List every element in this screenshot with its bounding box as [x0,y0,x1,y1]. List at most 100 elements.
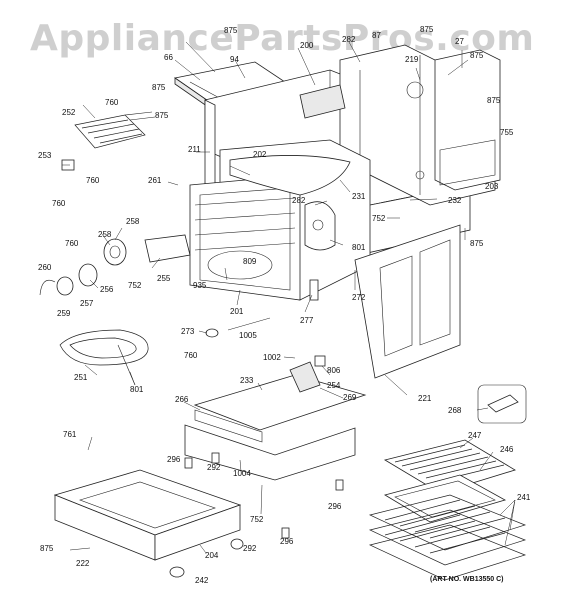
oven-door [354,224,461,379]
callout-261: 261 [148,176,162,185]
fan-baffle [144,234,191,263]
callout-760: 760 [52,199,66,208]
callout-269: 269 [343,393,357,402]
callout-875: 875 [420,25,434,34]
callout-260: 260 [38,263,52,272]
callout-222: 222 [76,559,90,568]
callout-760: 760 [105,98,119,107]
callout-211: 211 [188,145,201,154]
bake-element [59,329,149,386]
side-panel-right [434,49,501,191]
callout-752: 752 [128,281,142,290]
callout-258: 258 [98,230,112,239]
callout-203: 203 [485,182,499,191]
callout-94: 94 [230,55,239,64]
fan-blade [103,238,127,266]
callout-253: 253 [38,151,52,160]
callout-labels: 875 282 87 875 219 27 875 66 94 200 875 … [38,25,531,585]
callout-875: 875 [40,544,54,553]
callout-66: 66 [164,53,173,62]
drawer-mount-bracket [289,361,321,393]
callout-1005: 1005 [239,331,257,340]
callout-242: 242 [195,576,209,585]
callout-282: 282 [342,35,356,44]
callout-87: 87 [372,31,381,40]
callout-875: 875 [224,26,238,35]
callout-282: 282 [292,196,306,205]
callout-296: 296 [167,455,181,464]
callout-241: 241 [517,493,531,502]
callout-806: 806 [327,366,341,375]
broiler-pan-grid [383,439,516,494]
callout-292: 292 [243,544,257,553]
callout-875: 875 [155,111,169,120]
callout-801: 801 [352,243,366,252]
callout-233: 233 [240,376,254,385]
callout-219: 219 [405,55,419,64]
callout-246: 246 [500,445,514,454]
callout-255: 255 [157,274,171,283]
callout-231: 231 [352,192,366,201]
callout-875: 875 [487,96,501,105]
fan-motor [56,263,98,296]
lower-cabinet-frame [184,374,367,481]
control-board [299,84,346,119]
element-terminal-block [314,355,326,367]
callout-254: 254 [327,381,341,390]
callout-801: 801 [130,385,144,394]
broil-element [74,111,156,149]
door-hinge [309,279,319,301]
callout-875: 875 [470,239,484,248]
callout-252: 252 [62,108,76,117]
leveling-legs [184,452,344,539]
callout-268: 268 [448,406,462,415]
callout-251: 251 [74,373,88,382]
callout-232: 232 [448,196,462,205]
storage-drawer [53,469,242,561]
broiler-pan [383,474,507,523]
callout-257: 257 [80,299,94,308]
callout-27: 27 [455,37,464,46]
callout-755: 755 [500,128,514,137]
callout-761: 761 [63,430,77,439]
callout-221: 221 [418,394,432,403]
latch-assembly-inset [477,384,527,424]
wire-harness [39,279,56,296]
callout-256: 256 [100,285,114,294]
callout-760: 760 [65,239,79,248]
callout-272: 272 [352,293,366,302]
callout-266: 266 [175,395,189,404]
drawer-glide [230,538,244,550]
drawer-roller [169,566,185,578]
callout-752: 752 [250,515,264,524]
insulation-blanket [229,155,351,196]
callout-200: 200 [300,41,314,50]
temperature-sensor-bracket [304,201,336,251]
watermark: AppliancePartsPros.com [30,18,534,59]
callout-277: 277 [300,316,314,325]
oven-racks [368,494,527,581]
callout-296: 296 [328,502,342,511]
callout-292: 292 [207,463,221,472]
callout-875: 875 [152,83,166,92]
callout-760: 760 [86,176,100,185]
rack-support [205,328,219,338]
callout-935: 935 [193,281,207,290]
callout-258: 258 [126,217,140,226]
callout-273: 273 [181,327,195,336]
callout-809: 809 [243,257,257,266]
callout-1004: 1004 [233,469,251,478]
callout-752: 752 [372,214,386,223]
callout-1002: 1002 [263,353,281,362]
callout-247: 247 [468,431,482,440]
callout-259: 259 [57,309,71,318]
leader-lines [62,41,516,554]
callout-296: 296 [280,537,294,546]
callout-204: 204 [205,551,219,560]
art-number: (ART NO. WB13550 C) [430,576,504,583]
callout-760: 760 [184,351,198,360]
callout-202: 202 [253,150,267,159]
callout-875: 875 [470,51,484,60]
callout-201: 201 [230,307,244,316]
